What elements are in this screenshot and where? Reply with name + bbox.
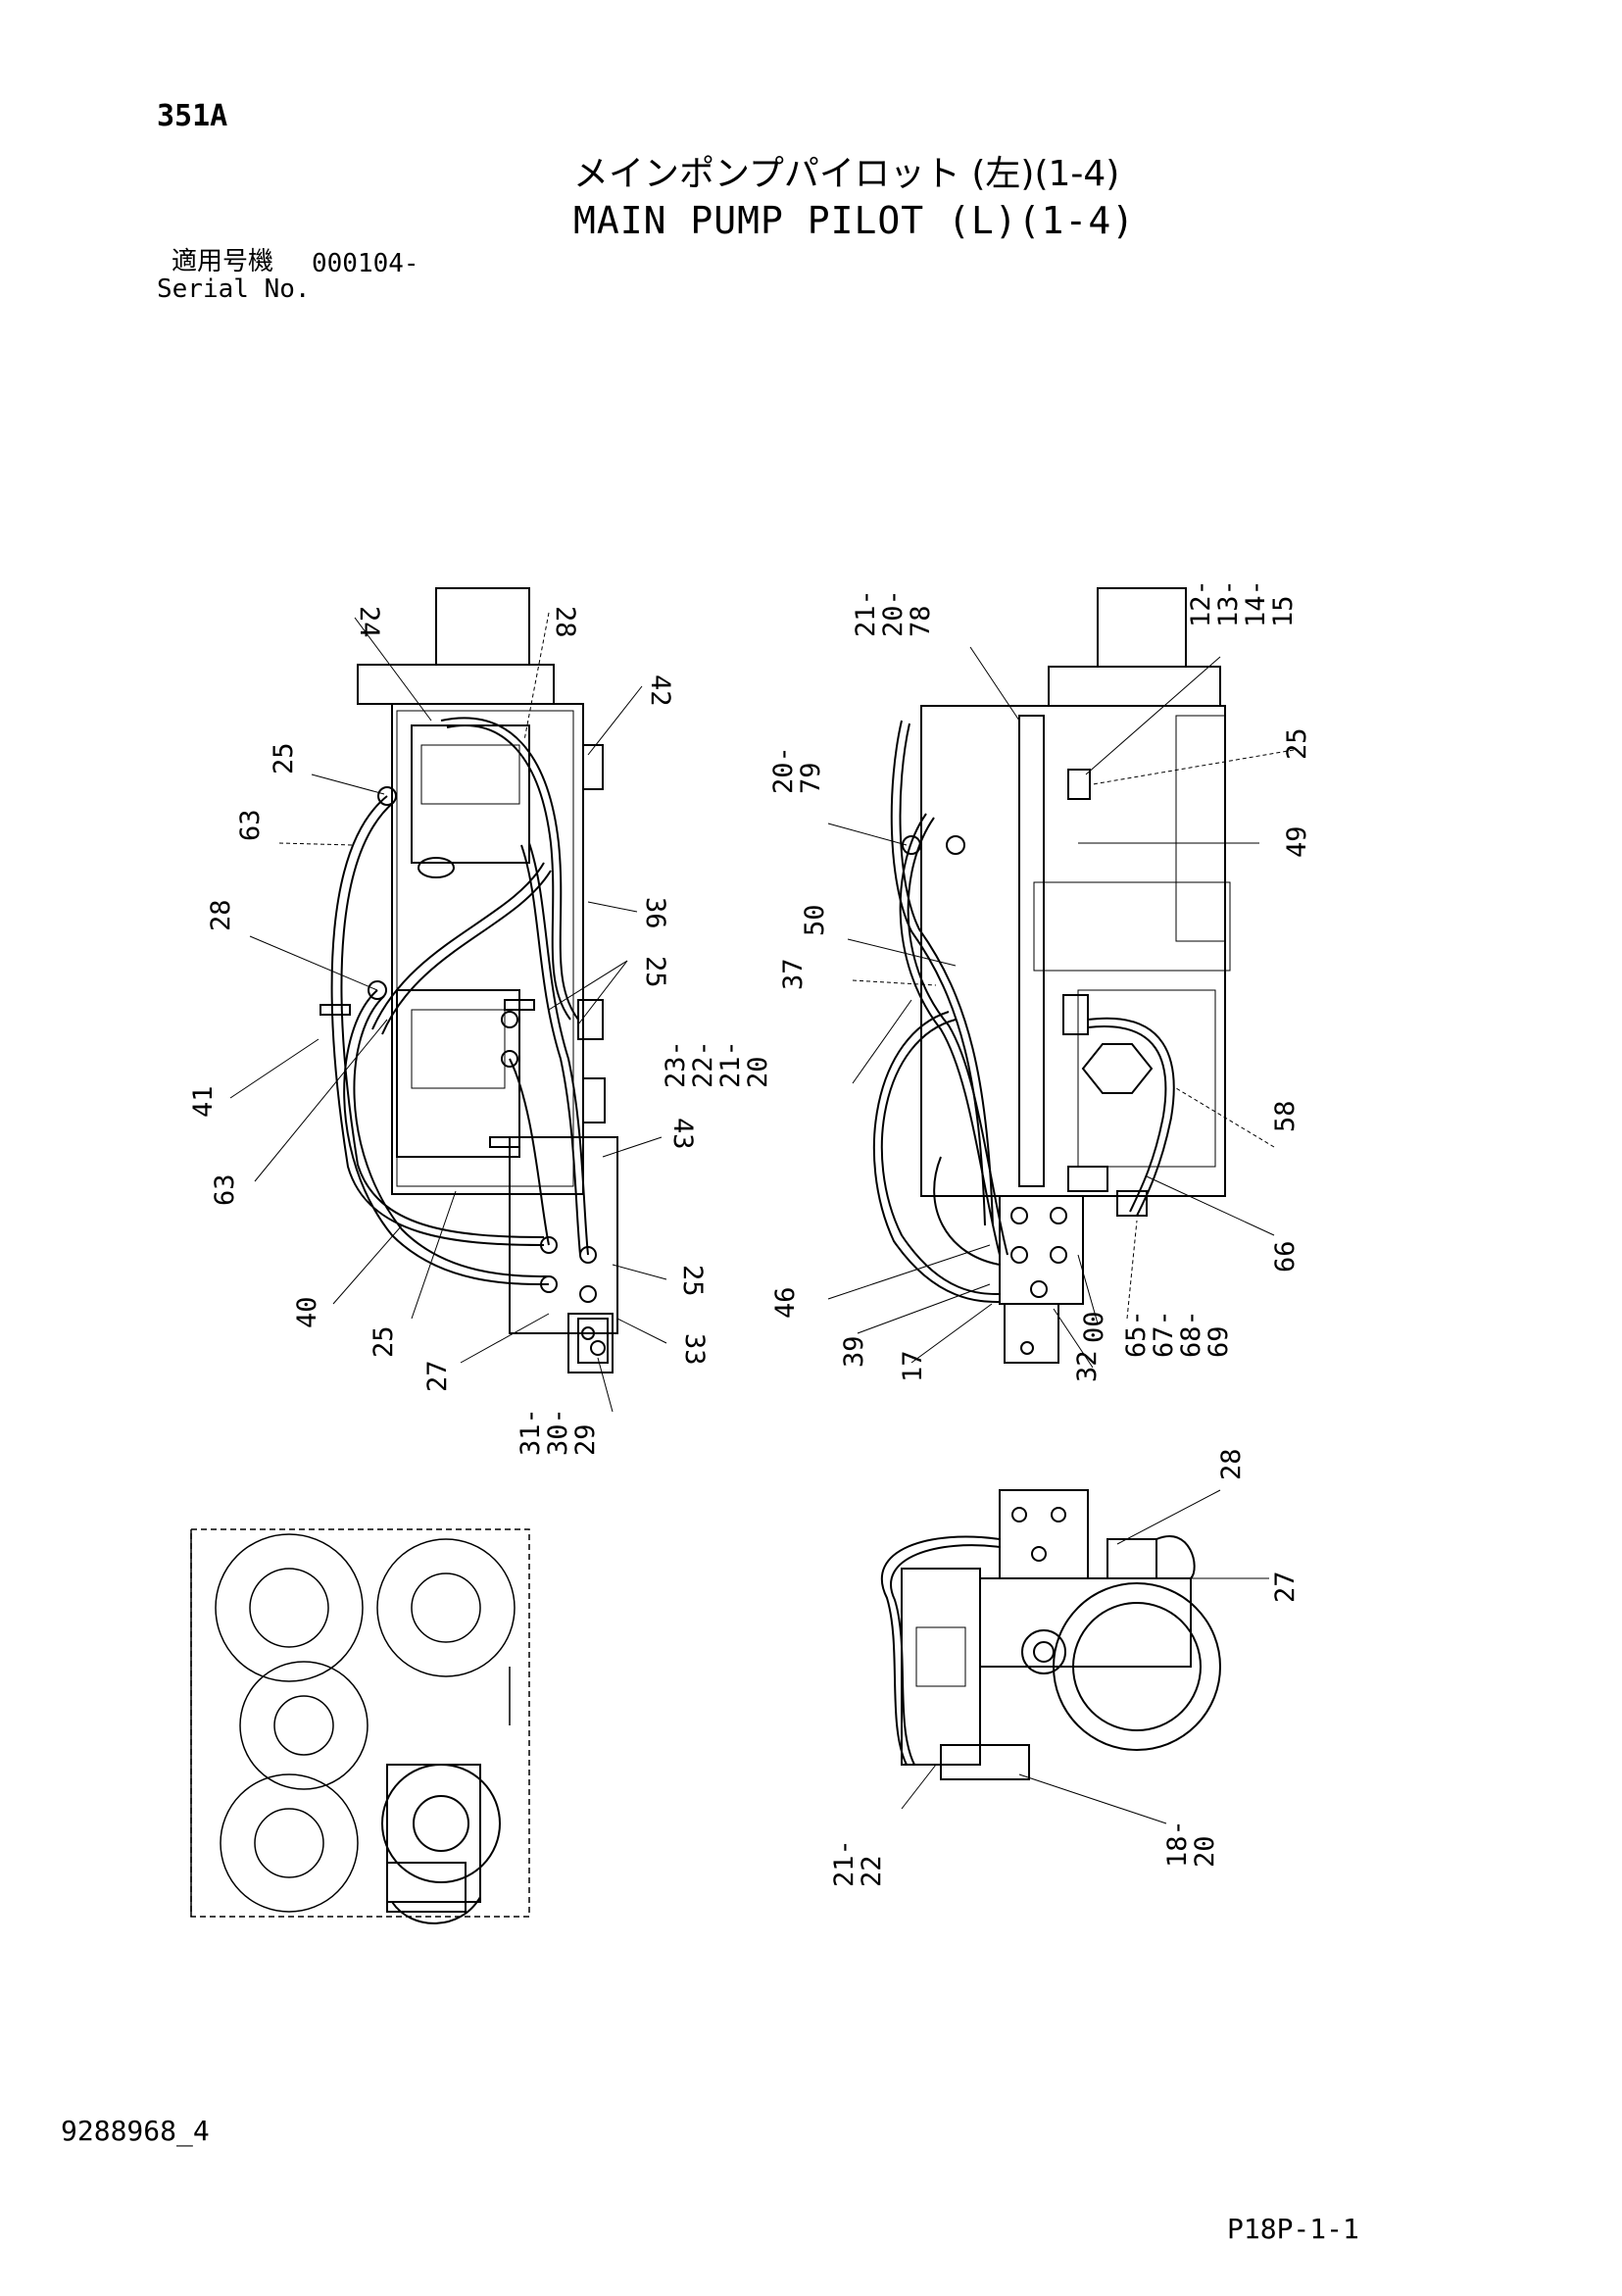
- callout-00: 00: [1079, 1311, 1109, 1343]
- callout-22: 22: [857, 1855, 887, 1887]
- callout-79: 79: [796, 762, 826, 794]
- left-view-leaders: [229, 612, 667, 1413]
- callout-68: 68-: [1176, 1310, 1206, 1358]
- callout-21: 21-: [715, 1040, 746, 1088]
- callout-20: 20: [1190, 1835, 1220, 1868]
- callout-37: 37: [778, 958, 809, 990]
- serial-label-japanese: 適用号機: [172, 247, 274, 276]
- document-number: 9288968_4: [61, 2115, 210, 2147]
- callout-29: 29: [570, 1423, 601, 1456]
- callout-20: 20-: [768, 746, 799, 794]
- callout-58: 58: [1270, 1100, 1301, 1132]
- callout-25: 25: [640, 956, 670, 988]
- callout-21: 21-: [829, 1839, 860, 1887]
- sheet-code: 351A: [157, 99, 228, 133]
- callout-41: 41: [188, 1085, 219, 1118]
- callout-23: 23-: [661, 1040, 691, 1088]
- page-code: P18P-1-1: [1227, 2213, 1359, 2245]
- serial-number-value: 000104-: [312, 249, 419, 278]
- left-pump-view: [319, 587, 618, 1373]
- callout-28: 28: [1216, 1448, 1247, 1480]
- callout-14: 14-: [1241, 579, 1271, 627]
- callout-27: 27: [422, 1360, 453, 1392]
- serial-label-english: Serial No.: [157, 275, 311, 304]
- callout-27: 27: [1270, 1571, 1301, 1603]
- callout-21: 21-: [851, 589, 881, 637]
- callout-25: 25: [1282, 727, 1312, 760]
- callout-39: 39: [839, 1335, 869, 1368]
- callout-28: 28: [206, 899, 236, 931]
- callout-labels: 24 28 42 25 63 28 36 25 41 63 43 25 40 2…: [188, 579, 1312, 1887]
- end-view-leaders: [901, 1489, 1269, 1824]
- callout-12: 12-: [1186, 579, 1216, 627]
- callout-78: 78: [906, 605, 936, 637]
- callout-30: 30-: [543, 1408, 573, 1456]
- callout-46: 46: [770, 1286, 801, 1319]
- end-view: [880, 1489, 1221, 1780]
- callout-50: 50: [800, 904, 830, 936]
- callout-66: 66: [1270, 1240, 1301, 1273]
- callout-33: 33: [679, 1333, 710, 1366]
- callout-28: 28: [550, 606, 580, 638]
- callout-42: 42: [645, 674, 675, 707]
- callout-18: 18-: [1162, 1820, 1193, 1868]
- callout-17: 17: [898, 1350, 928, 1382]
- callout-13: 13-: [1213, 579, 1244, 627]
- callout-31: 31-: [516, 1408, 546, 1456]
- right-pump-view: [872, 587, 1231, 1364]
- callout-67: 67-: [1149, 1310, 1179, 1358]
- callout-22: 22-: [688, 1040, 718, 1088]
- callout-40: 40: [292, 1296, 322, 1328]
- callout-36: 36: [640, 897, 670, 929]
- callout-63: 63: [235, 809, 266, 841]
- callout-63: 63: [210, 1173, 240, 1206]
- callout-65: 65-: [1121, 1310, 1152, 1358]
- front-view-layout: [190, 1528, 530, 1924]
- callout-25: 25: [369, 1325, 399, 1358]
- callout-49: 49: [1282, 825, 1312, 858]
- callout-15: 15: [1268, 595, 1299, 627]
- callout-25: 25: [677, 1265, 708, 1297]
- title-english: MAIN PUMP PILOT (L)(1-4): [573, 199, 1136, 242]
- right-view-leaders: [827, 646, 1295, 1369]
- callout-69: 69: [1204, 1325, 1234, 1358]
- callout-32: 32: [1072, 1350, 1103, 1382]
- callout-25: 25: [269, 742, 299, 774]
- callout-43: 43: [667, 1118, 698, 1150]
- callout-20: 20: [743, 1056, 773, 1088]
- title-japanese: メインポンプパイロット (左)(1-4): [573, 154, 1120, 194]
- callout-24: 24: [354, 606, 384, 638]
- callout-20: 20-: [878, 589, 909, 637]
